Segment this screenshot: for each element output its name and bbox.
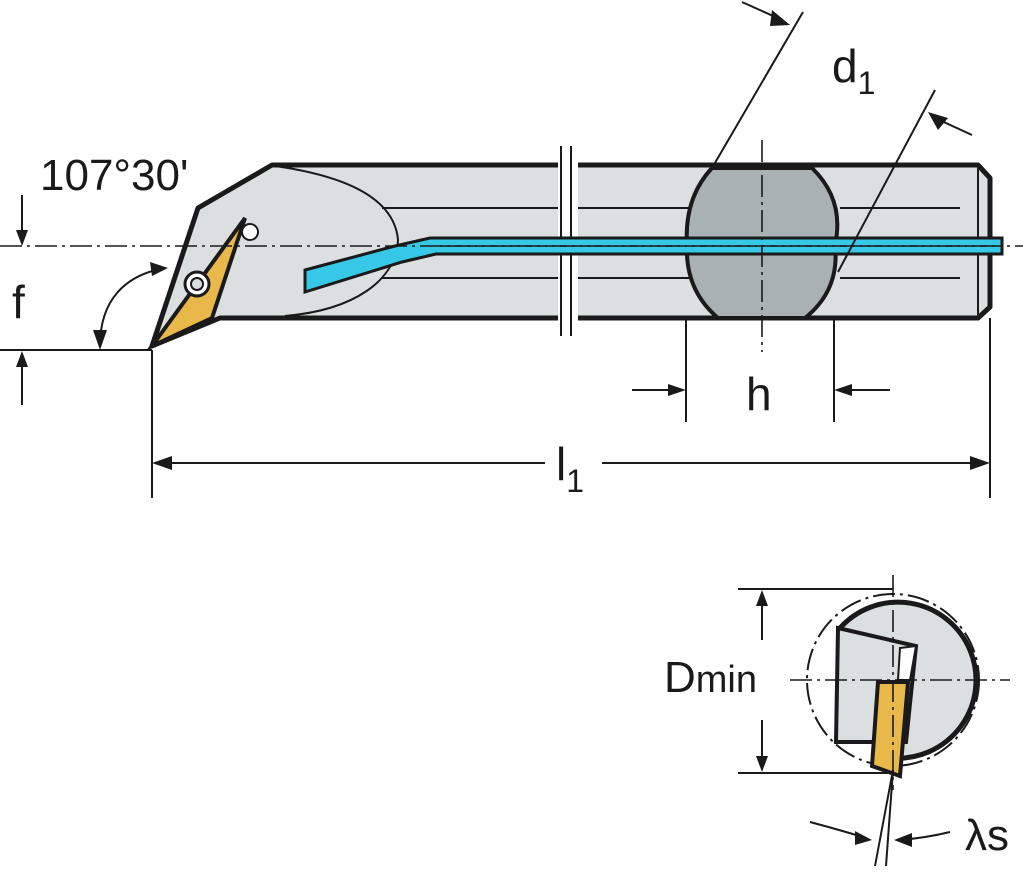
- h-dimension: [632, 320, 890, 422]
- approach-angle-label: 107°30': [40, 151, 188, 200]
- d1-main: d: [832, 40, 858, 92]
- dmin-label: Dmin: [664, 653, 757, 702]
- dmin-main: D: [664, 653, 696, 702]
- end-view: [738, 575, 1010, 867]
- d1-label: d1: [832, 40, 875, 101]
- l1-main: l: [556, 438, 566, 490]
- shank-hidden-lines: [382, 207, 960, 279]
- dmin-sub: min: [696, 659, 757, 701]
- l1-label: l1: [556, 438, 584, 499]
- cutting-insert: [145, 216, 259, 352]
- f-dimension: [0, 195, 152, 405]
- l1-sub: 1: [566, 463, 584, 499]
- d1-dimension: [711, 1, 973, 273]
- h-label: h: [746, 368, 772, 420]
- l1-dimension: [151, 318, 991, 498]
- lambda-s-label: λs: [965, 811, 1009, 860]
- f-label: f: [12, 276, 25, 328]
- approach-angle-dimension: [93, 262, 168, 350]
- d1-sub: 1: [858, 65, 876, 101]
